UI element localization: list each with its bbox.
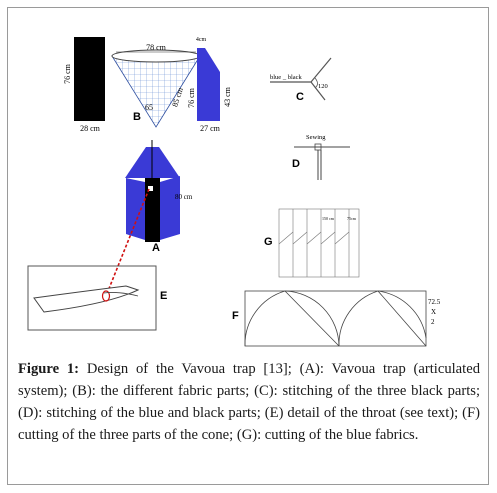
trap-panel-right bbox=[160, 176, 180, 240]
blue-fabric-shape bbox=[197, 48, 220, 121]
f-arc-3 bbox=[338, 290, 379, 347]
trap-throat bbox=[148, 186, 153, 191]
panel-g-letter: G bbox=[264, 236, 273, 248]
throat-ring bbox=[101, 290, 111, 302]
panel-f-dim-a: 72.5 bbox=[428, 298, 441, 306]
blue-width-label: 27 cm bbox=[200, 124, 221, 133]
figure-label: Figure 1: bbox=[18, 361, 80, 377]
trap-black-center bbox=[145, 178, 160, 242]
panel-g-box bbox=[278, 208, 360, 278]
figure-caption: Figure 1: Design of the Vavoua trap [13]… bbox=[18, 358, 480, 476]
panel-g-dim2: 75cm bbox=[347, 216, 357, 221]
throat-fold bbox=[103, 292, 139, 297]
g-diag-3 bbox=[306, 231, 322, 245]
angle-arc bbox=[314, 77, 318, 89]
seam-lower bbox=[310, 81, 326, 101]
panel-a-dim: 80 cm bbox=[175, 193, 193, 201]
panel-f-box bbox=[244, 290, 427, 347]
black-fabric-rect bbox=[74, 37, 105, 121]
cone-top-label: 78 cm bbox=[146, 43, 167, 52]
panel-a: 80 cm A bbox=[105, 140, 193, 297]
f-arc-1 bbox=[244, 290, 286, 347]
f-arc-4 bbox=[377, 290, 427, 339]
throat-pointer bbox=[105, 188, 150, 297]
panel-b-letter: B bbox=[133, 111, 141, 123]
panel-b: 76 cm 28 cm 78 cm 85 cm 65 B 4cm 76 cm 4… bbox=[63, 37, 232, 133]
panel-d-letter: D bbox=[292, 158, 300, 170]
panel-e: E bbox=[27, 265, 167, 331]
panel-c-letter: C bbox=[296, 91, 304, 103]
panel-f: 72.5 X 2 F bbox=[232, 290, 441, 347]
panel-f-dim-b: X bbox=[431, 308, 436, 316]
g-diag-5 bbox=[334, 231, 350, 245]
panel-d: Sewing D bbox=[292, 134, 350, 180]
f-arc-2 bbox=[284, 290, 340, 347]
panel-c-angle: 120 bbox=[318, 83, 328, 90]
g-diag-1 bbox=[278, 231, 294, 245]
figure-caption-text: Design of the Vavoua trap [13]; (A): Vav… bbox=[18, 361, 480, 443]
g-diag-4 bbox=[320, 231, 336, 245]
panel-g: 150 cm 75cm G bbox=[264, 208, 360, 278]
figure-illustration: 76 cm 28 cm 78 cm 85 cm 65 B 4cm 76 cm 4… bbox=[27, 37, 441, 347]
black-height-label: 76 cm bbox=[63, 63, 72, 84]
seam-upper bbox=[310, 57, 332, 83]
f-diag-2 bbox=[377, 290, 427, 347]
panel-g-dim1: 150 cm bbox=[322, 216, 335, 221]
black-width-label: 28 cm bbox=[80, 124, 101, 133]
blue-top-label: 4cm bbox=[196, 37, 207, 43]
panel-f-dim-c: 2 bbox=[431, 318, 435, 326]
panel-f-letter: F bbox=[232, 310, 239, 322]
blue-height2-label: 43 cm bbox=[223, 86, 232, 107]
panel-e-letter: E bbox=[160, 290, 167, 302]
panel-c-label: blue _ black bbox=[270, 74, 303, 81]
blue-height1-label: 76 cm bbox=[187, 87, 196, 108]
throat-fabric bbox=[33, 285, 140, 313]
trap-panel-left bbox=[126, 178, 145, 240]
panel-e-box bbox=[27, 265, 157, 331]
panel-a-letter: A bbox=[152, 242, 160, 254]
panel-d-label: Sewing bbox=[306, 134, 326, 141]
g-diag-2 bbox=[292, 231, 308, 245]
cone-angle-label: 65 bbox=[145, 103, 153, 112]
f-diag-1 bbox=[284, 290, 340, 347]
panel-c: blue _ black 120 C bbox=[270, 57, 332, 103]
